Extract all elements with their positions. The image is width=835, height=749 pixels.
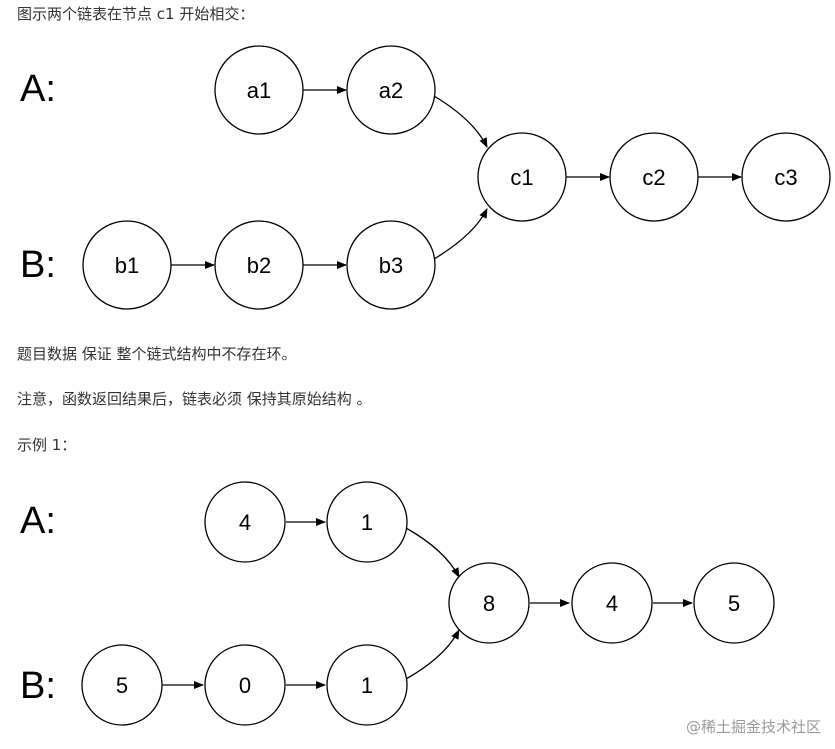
node-c2: c2 bbox=[609, 132, 699, 222]
node-b3-label: b3 bbox=[379, 253, 403, 278]
node-c3: c3 bbox=[741, 132, 831, 222]
node-b3: b3 bbox=[346, 220, 436, 310]
example-node-shared-1-label: 8 bbox=[483, 591, 495, 616]
node-a1-label: a1 bbox=[247, 78, 271, 103]
example-node-b-2-label: 0 bbox=[239, 673, 251, 698]
node-b1: b1 bbox=[82, 220, 172, 310]
node-a1: a1 bbox=[214, 45, 304, 135]
example-node-shared-3: 5 bbox=[693, 562, 775, 644]
intersection-diagram-svg: A: B: a1 a2 b1 b2 b3 bbox=[20, 45, 831, 310]
example-node-b-1-label: 5 bbox=[116, 673, 128, 698]
node-a2: a2 bbox=[346, 45, 436, 135]
example-diagram: A: B: 4 1 5 0 1 bbox=[0, 470, 835, 745]
example-node-shared-1: 8 bbox=[448, 562, 530, 644]
example-node-b-2: 0 bbox=[204, 644, 286, 726]
node-c1: c1 bbox=[477, 132, 567, 222]
node-c2-label: c2 bbox=[642, 165, 665, 190]
intro-text: 图示两个链表在节点 c1 开始相交： bbox=[17, 5, 255, 23]
example-list-b-label: B: bbox=[20, 665, 56, 707]
list-b-label: B: bbox=[20, 244, 56, 286]
example-node-b-3: 1 bbox=[326, 644, 408, 726]
node-a2-label: a2 bbox=[379, 78, 403, 103]
node-b2: b2 bbox=[214, 220, 304, 310]
watermark: @稀土掘金技术社区 bbox=[685, 718, 821, 736]
list-a-label: A: bbox=[20, 68, 56, 110]
guarantee-text: 题目数据 保证 整个链式结构中不存在环。 bbox=[17, 345, 297, 363]
example-node-b-1: 5 bbox=[81, 644, 163, 726]
example-node-shared-3-label: 5 bbox=[728, 591, 740, 616]
example-node-shared-2-label: 4 bbox=[606, 591, 618, 616]
edge-1-8 bbox=[405, 527, 460, 578]
edge-a2-c1 bbox=[433, 95, 488, 148]
example-node-a-2-label: 1 bbox=[361, 510, 373, 535]
node-c1-label: c1 bbox=[510, 165, 533, 190]
example-node-a-2: 1 bbox=[326, 481, 408, 563]
node-b2-label: b2 bbox=[247, 253, 271, 278]
example-diagram-svg: A: B: 4 1 5 0 1 bbox=[20, 481, 775, 726]
example-node-a-1-label: 4 bbox=[239, 510, 251, 535]
example-list-a-label: A: bbox=[20, 500, 56, 542]
intersection-diagram: A: B: a1 a2 b1 b2 b3 bbox=[0, 40, 835, 315]
node-b1-label: b1 bbox=[115, 253, 139, 278]
node-c3-label: c3 bbox=[774, 165, 797, 190]
note-text: 注意，函数返回结果后，链表必须 保持其原始结构 。 bbox=[17, 390, 372, 408]
edge-1b-8 bbox=[405, 629, 460, 680]
example-title: 示例 1： bbox=[17, 436, 77, 454]
edge-b3-c1 bbox=[433, 208, 488, 260]
example-node-shared-2: 4 bbox=[571, 562, 653, 644]
example-node-b-3-label: 1 bbox=[361, 673, 373, 698]
example-node-a-1: 4 bbox=[204, 481, 286, 563]
